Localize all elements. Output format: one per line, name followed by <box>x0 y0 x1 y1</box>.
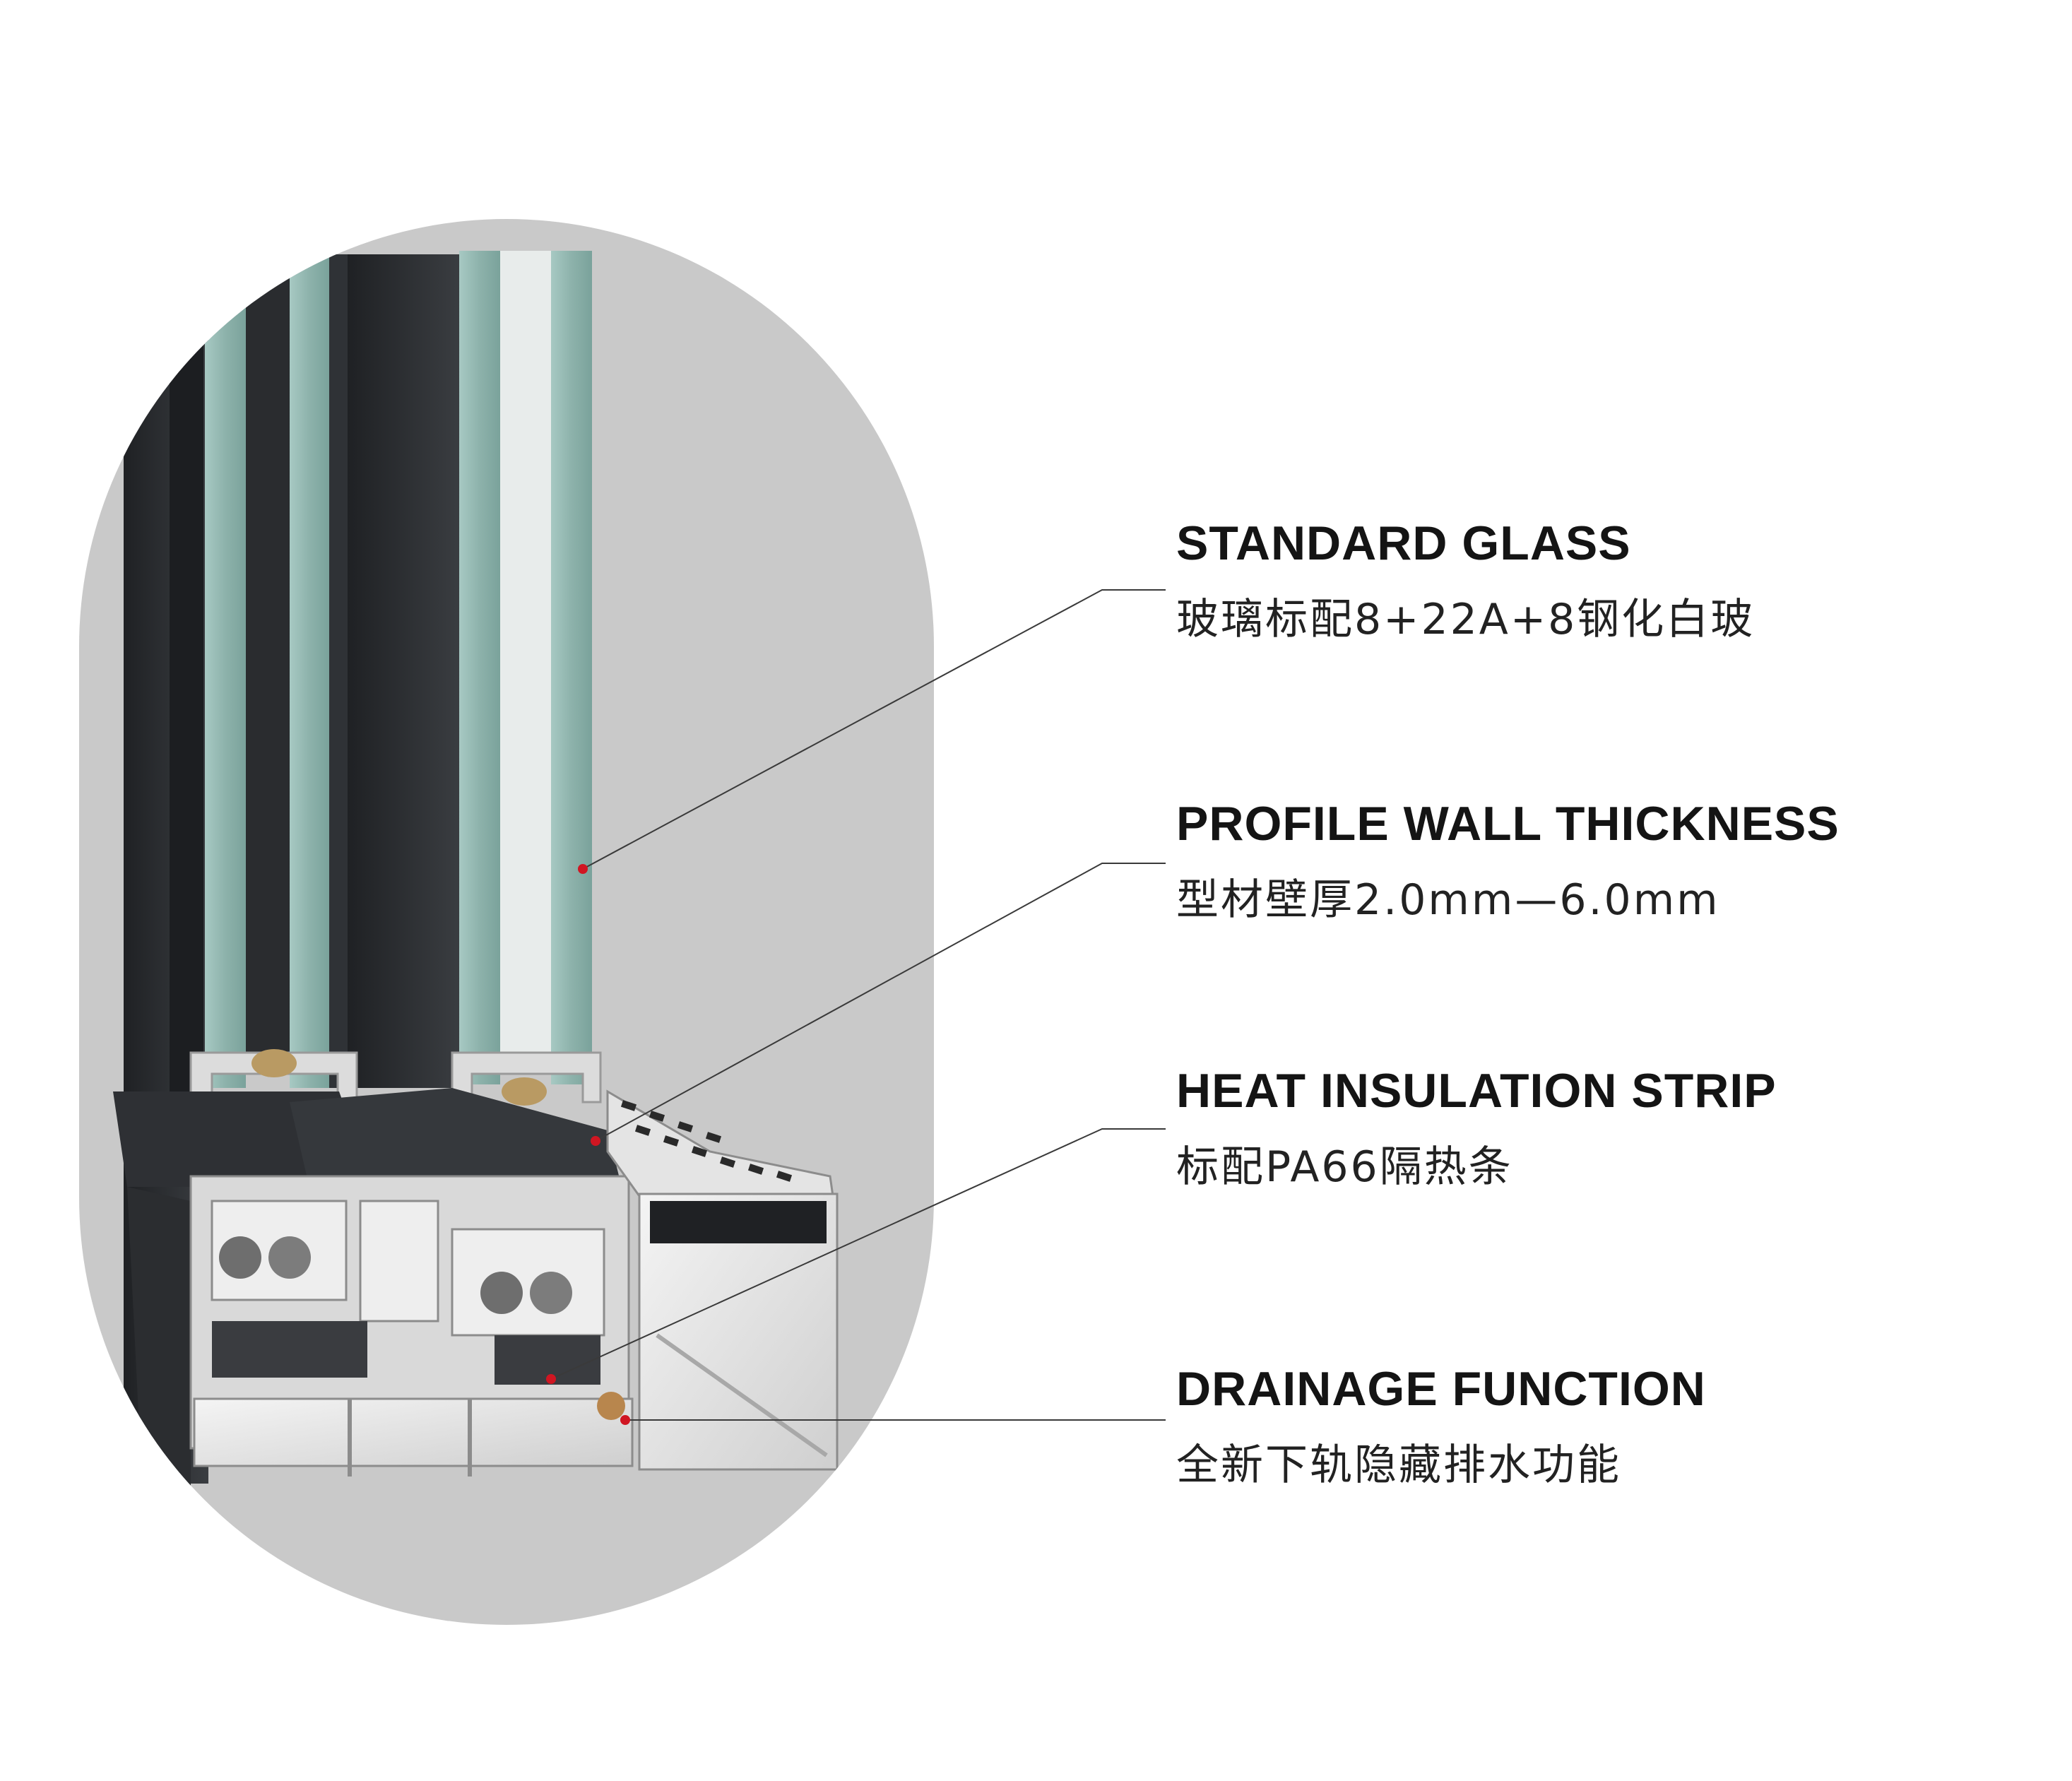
middle-frame <box>348 254 461 1088</box>
marker-heat-strip <box>546 1374 556 1384</box>
leader-heat-strip <box>550 1128 1166 1380</box>
leader-standard-glass <box>582 589 1166 870</box>
callout-profile-wall-thickness: PROFILE WALL THICKNESS 型材壁厚2.0mm—6.0mm <box>1176 800 2024 921</box>
marker-standard-glass <box>578 864 588 874</box>
marker-profile-wall <box>591 1136 600 1146</box>
track-bottom-chambers <box>193 1397 634 1467</box>
callout-title: HEAT INSULATION STRIP <box>1176 1064 1777 1118</box>
marker-drainage <box>620 1415 630 1425</box>
rear-glass-pane-inner <box>290 254 329 1088</box>
markers <box>546 864 630 1425</box>
callout-subtitle: 型材壁厚2.0mm—6.0mm <box>1176 875 1720 925</box>
callout-heat-insulation-strip: HEAT INSULATION STRIP 标配PA66隔热条 <box>1176 1067 2024 1188</box>
callout-drainage-function: DRAINAGE FUNCTION 全新下轨隐藏排水功能 <box>1176 1365 2024 1486</box>
callout-subtitle: 标配PA66隔热条 <box>1176 1142 1513 1192</box>
profile-assembly <box>113 251 839 1491</box>
front-glass-pane-inner <box>551 251 592 1084</box>
callout-standard-glass: STANDARD GLASS 玻璃标配8+22A+8钢化白玻 <box>1176 519 2024 641</box>
leader-profile-wall <box>595 863 1166 1142</box>
drainage-port <box>597 1392 625 1420</box>
callout-title: PROFILE WALL THICKNESS <box>1176 797 1840 851</box>
rear-glass-pane-outer <box>205 254 246 1088</box>
callout-title: STANDARD GLASS <box>1176 516 1631 570</box>
callout-subtitle: 玻璃标配8+22A+8钢化白玻 <box>1176 595 1756 644</box>
front-glass-pane-outer <box>459 251 500 1084</box>
callout-subtitle: 全新下轨隐藏排水功能 <box>1176 1440 1621 1490</box>
callout-title: DRAINAGE FUNCTION <box>1176 1362 1706 1416</box>
leader-lines <box>550 589 1166 1421</box>
